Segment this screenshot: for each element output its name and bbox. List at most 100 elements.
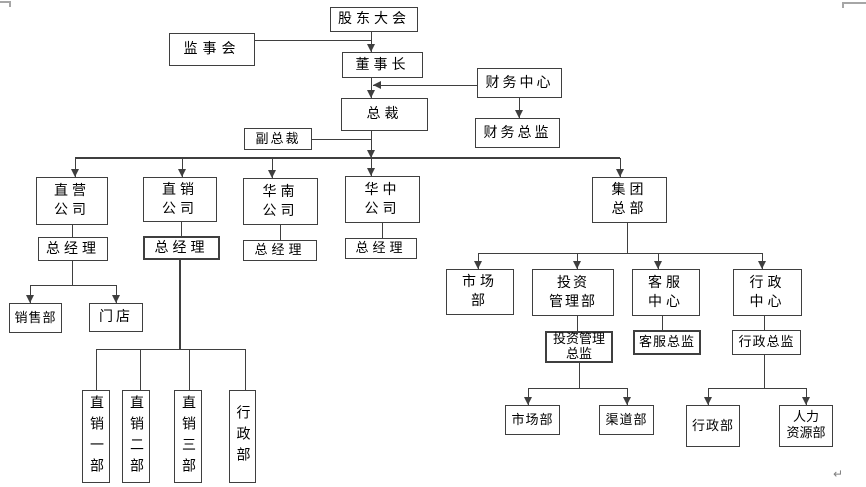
connector-line: [764, 355, 765, 388]
org-node-service-director[interactable]: 客服总监: [633, 330, 701, 355]
org-node-zhixiao-company[interactable]: 直销公司: [143, 177, 217, 222]
arrowhead-down: [178, 169, 186, 177]
org-node-label: 副总裁: [255, 131, 301, 147]
org-node-service-center[interactable]: 客服中心: [632, 269, 700, 316]
org-node-label: 公司: [364, 200, 401, 217]
org-node-huazhong-company[interactable]: 华中公司: [345, 176, 420, 223]
org-node-admin-dept-sub[interactable]: 行政部: [686, 405, 740, 447]
org-node-label: 行政部: [691, 418, 734, 434]
arrowhead-down: [367, 150, 375, 158]
connector-line: [708, 388, 709, 405]
connector-line: [30, 285, 116, 286]
org-node-gm-zhixiao[interactable]: 总经理: [143, 236, 220, 260]
org-node-zhixiao-dept-2[interactable]: 直销二部: [122, 390, 150, 483]
org-node-investment-mgmt-dept[interactable]: 投资管理部: [532, 269, 614, 316]
connector-line: [272, 158, 273, 178]
org-node-label: 财务中心: [485, 74, 554, 91]
canvas-corner-mark: [0, 1, 11, 3]
org-node-investment-mgmt-director[interactable]: 投资管理总监: [545, 331, 613, 363]
org-node-label: 投资: [557, 274, 589, 291]
org-node-huanan-company[interactable]: 华南公司: [243, 178, 318, 225]
org-node-label: 中心: [648, 293, 684, 310]
arrowhead-down: [515, 110, 523, 118]
connector-line: [577, 316, 578, 331]
arrowhead-down: [704, 397, 712, 405]
org-node-label: 市场: [462, 274, 498, 290]
connector-line: [181, 222, 182, 236]
connector-line: [708, 388, 806, 389]
connector-line: [382, 223, 383, 238]
connector-line: [371, 78, 372, 98]
org-node-label: 总经理: [154, 239, 209, 256]
connector-line: [75, 158, 76, 177]
org-node-admin-center[interactable]: 行政中心: [733, 269, 802, 316]
org-node-label: 市场部: [511, 412, 554, 428]
org-node-zhixiao-dept-3[interactable]: 直销三部: [174, 390, 202, 483]
connector-line: [371, 131, 372, 158]
org-node-gm-huanan[interactable]: 总经理: [243, 240, 317, 261]
org-node-sales-dept[interactable]: 销售部: [9, 303, 62, 333]
org-node-vice-president[interactable]: 副总裁: [244, 128, 312, 150]
connector-line: [75, 157, 620, 159]
org-node-gm-zhiying[interactable]: 总经理: [38, 237, 108, 261]
org-node-president[interactable]: 总裁: [341, 98, 428, 131]
arrowhead-down: [573, 261, 581, 269]
arrowhead-down: [616, 169, 624, 177]
org-node-channel-dept[interactable]: 渠道部: [599, 405, 654, 435]
canvas-corner-mark: [9, 3, 11, 7]
org-node-label: 客服总监: [638, 335, 695, 350]
org-node-zhixiao-dept-1[interactable]: 直销一部: [82, 390, 110, 483]
org-node-label: 行政总监: [738, 335, 795, 350]
arrowhead-down: [112, 295, 120, 303]
org-node-label: 总经理: [254, 243, 306, 258]
org-node-label: 华中: [364, 181, 401, 198]
org-node-label: 人力: [792, 410, 819, 425]
org-node-label: 部: [471, 293, 489, 309]
arrowhead-down: [367, 168, 375, 176]
org-node-hr-dept[interactable]: 人力资源部: [779, 405, 833, 447]
connector-line: [528, 388, 529, 405]
org-node-shareholders-meeting[interactable]: 股东大会: [330, 7, 418, 32]
org-node-label: 董事长: [355, 56, 410, 73]
connector-line: [116, 285, 117, 303]
org-node-label: 直营: [54, 183, 90, 199]
org-node-label: 行政部: [234, 405, 251, 468]
org-node-group-headquarters[interactable]: 集团总部: [592, 177, 667, 223]
org-node-label: 销售部: [14, 310, 57, 326]
org-node-finance-center[interactable]: 财务中心: [477, 68, 562, 98]
org-node-label: 渠道部: [605, 412, 648, 428]
arrowhead-down: [26, 295, 34, 303]
org-node-label: 总经理: [46, 240, 100, 257]
org-node-store[interactable]: 门店: [89, 303, 143, 332]
arrowhead-down: [524, 397, 532, 405]
org-node-label: 直销三部: [180, 394, 196, 479]
connector-line: [140, 349, 141, 390]
org-node-marketing-dept-sub[interactable]: 市场部: [505, 405, 560, 435]
connector-line: [255, 40, 372, 41]
org-node-gm-huazhong[interactable]: 总经理: [345, 238, 417, 259]
org-node-marketing-dept-hq[interactable]: 市场部: [446, 269, 514, 315]
org-node-supervisory-board[interactable]: 监事会: [169, 33, 255, 66]
org-node-zhiying-company[interactable]: 直营公司: [36, 177, 108, 225]
org-node-admin-director[interactable]: 行政总监: [732, 330, 801, 355]
org-node-chairman[interactable]: 董事长: [342, 52, 423, 78]
connector-line: [806, 388, 807, 405]
org-node-label: 总裁: [366, 106, 403, 122]
org-node-label: 公司: [162, 200, 198, 217]
connector-line: [662, 316, 663, 330]
arrowhead-down: [367, 90, 375, 98]
connector-line: [373, 85, 477, 86]
arrowhead-down: [802, 397, 810, 405]
connector-line: [189, 349, 190, 390]
org-node-finance-director[interactable]: 财务总监: [475, 118, 560, 148]
connector-line: [371, 32, 372, 52]
org-node-label: 管理部: [549, 293, 597, 310]
connector-line: [96, 349, 97, 390]
org-node-label: 总部: [611, 201, 648, 217]
connector-line: [96, 349, 245, 350]
org-node-label: 总经理: [355, 241, 407, 256]
org-node-admin-dept-zhixiao[interactable]: 行政部: [229, 390, 256, 483]
arrowhead-down: [268, 170, 276, 178]
connector-line: [478, 253, 762, 254]
arrowhead-down: [474, 261, 482, 269]
